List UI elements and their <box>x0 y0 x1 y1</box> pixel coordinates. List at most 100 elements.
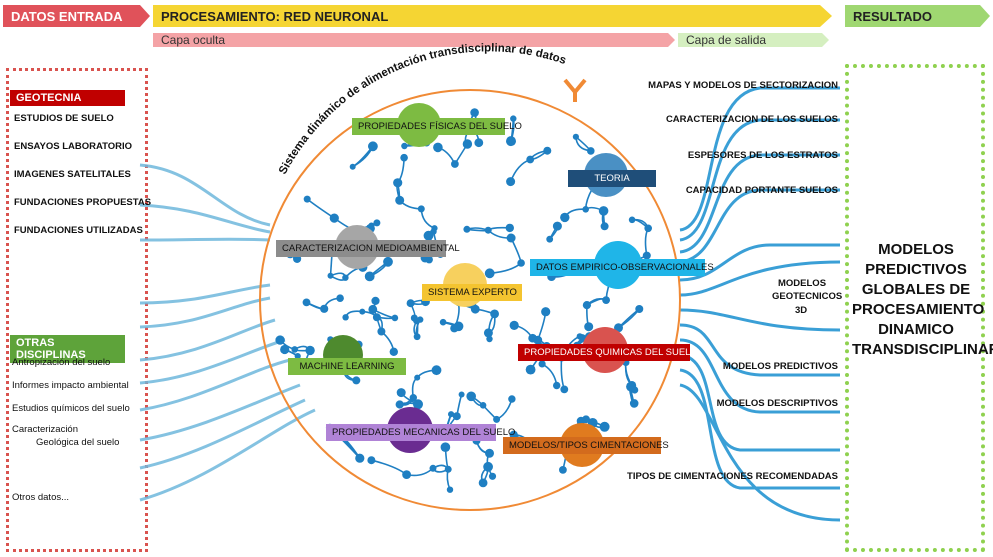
output-item: CAPACIDAD PORTANTE SUELOS <box>685 185 838 196</box>
network-node <box>409 394 417 402</box>
network-node <box>543 146 552 155</box>
y-symbol-icon <box>563 78 587 102</box>
network-node <box>275 335 285 345</box>
resultado-line: DINAMICO <box>878 321 954 338</box>
network-edge <box>371 459 408 476</box>
network-node <box>486 335 493 343</box>
network-node <box>401 142 408 150</box>
network-node <box>406 299 415 308</box>
network-node <box>600 222 609 231</box>
node-label-sistema-experto: SISTEMA EXPERTO <box>422 284 522 301</box>
network-node <box>506 136 516 147</box>
network-edge <box>644 227 649 256</box>
network-node <box>291 346 299 353</box>
network-node <box>413 317 421 325</box>
network-node <box>462 139 473 149</box>
otras-disciplinas-title: OTRAS DISCIPLINAS <box>10 335 125 363</box>
network-node <box>294 353 301 360</box>
network-node <box>538 360 546 368</box>
input-item: FUNDACIONES UTILIZADAS <box>14 225 143 236</box>
network-boundary <box>259 89 681 511</box>
network-node <box>329 213 339 223</box>
network-node <box>448 411 455 418</box>
network-node <box>423 230 434 241</box>
network-node <box>599 421 610 432</box>
network-node <box>395 400 404 409</box>
network-node <box>526 155 535 164</box>
resultado-line: PREDICTIVOS <box>865 261 967 278</box>
network-node <box>373 219 381 227</box>
output-item: 3D <box>795 305 808 316</box>
network-node <box>451 160 459 168</box>
output-item: CARACTERIZACION DE LOS SUELOS <box>665 114 838 125</box>
network-node <box>439 318 447 326</box>
output-item: MODELOS DESCRIPTIVOS <box>716 398 838 409</box>
input-item: Otros datos... <box>12 492 70 503</box>
resultado-line: MODELOS <box>878 241 954 258</box>
node-label-machine-learning: MACHINE LEARNING <box>288 358 406 375</box>
network-node <box>391 314 399 322</box>
input-item: Antropización del suelo <box>12 357 111 368</box>
network-node <box>413 399 423 410</box>
network-node <box>413 333 421 341</box>
network-node <box>349 163 356 170</box>
result-box <box>845 64 985 552</box>
input-item: Geológica del suelo <box>36 437 120 448</box>
network-node <box>587 147 595 155</box>
network-node <box>463 225 471 233</box>
resultado-banner: RESULTADO <box>853 8 932 24</box>
resultado-line: GLOBALES DE <box>861 281 971 298</box>
network-edge <box>496 398 513 421</box>
network-node <box>644 224 652 233</box>
network-node <box>506 233 516 243</box>
output-item: TIPOS DE CIMENTACIONES RECOMENDADAS <box>627 471 838 482</box>
network-node <box>493 415 501 423</box>
network-node <box>510 115 517 122</box>
network-node <box>560 212 570 223</box>
network-node <box>450 324 459 333</box>
network-node <box>528 333 537 343</box>
network-node <box>598 206 609 216</box>
input-connectors <box>139 163 316 502</box>
network-node <box>429 464 437 472</box>
network-node <box>359 308 366 315</box>
input-item: IMAGENES SATELITALES <box>14 169 131 180</box>
network-node <box>525 364 536 375</box>
network-node <box>576 333 583 340</box>
network-node <box>395 195 405 205</box>
network-node <box>541 307 551 317</box>
datos-entrada-banner: DATOS ENTRADA <box>11 8 123 24</box>
network-node <box>490 309 499 319</box>
network-node <box>458 391 465 398</box>
geotecnia-title: GEOTECNIA <box>10 90 125 106</box>
resultado-line: TRANSDISCIPLINAR <box>852 341 993 358</box>
network-node <box>444 465 452 473</box>
network-node <box>517 259 525 267</box>
output-connectors <box>679 86 841 522</box>
network-node <box>635 305 644 313</box>
network-node <box>560 385 569 394</box>
network-node <box>352 376 361 385</box>
network-node <box>368 304 378 314</box>
output-item: GEOTECNICOS <box>772 291 843 302</box>
input-item: Estudios químicos del suelo <box>12 403 130 414</box>
capa-salida-label: Capa de salida <box>686 33 767 47</box>
node-label-modelos-cimentaciones: MODELOS/TIPOS CIMENTACIONES <box>503 437 669 454</box>
network-node <box>393 178 403 188</box>
network-node <box>484 268 495 279</box>
resultado-line: PROCESAMIENTO <box>852 301 985 318</box>
network-node <box>466 391 477 402</box>
resultado-text: MODELOS PREDICTIVOS GLOBALES DE PROCESAM… <box>852 240 993 360</box>
input-box <box>6 68 148 552</box>
network-node <box>483 328 493 338</box>
network-node <box>546 235 554 243</box>
network-node <box>320 304 329 313</box>
network-edge <box>560 356 566 390</box>
network-node <box>400 153 408 162</box>
node-label-propiedades-quimicas: PROPIEDADES QUIMICAS DEL SUELO <box>518 344 698 361</box>
network-node <box>402 470 411 479</box>
input-item: Caracterización <box>12 424 78 435</box>
node-label-propiedades-mecanicas: PROPIEDADES MECANICAS DEL SUELO <box>326 424 515 441</box>
network-node <box>446 486 454 493</box>
